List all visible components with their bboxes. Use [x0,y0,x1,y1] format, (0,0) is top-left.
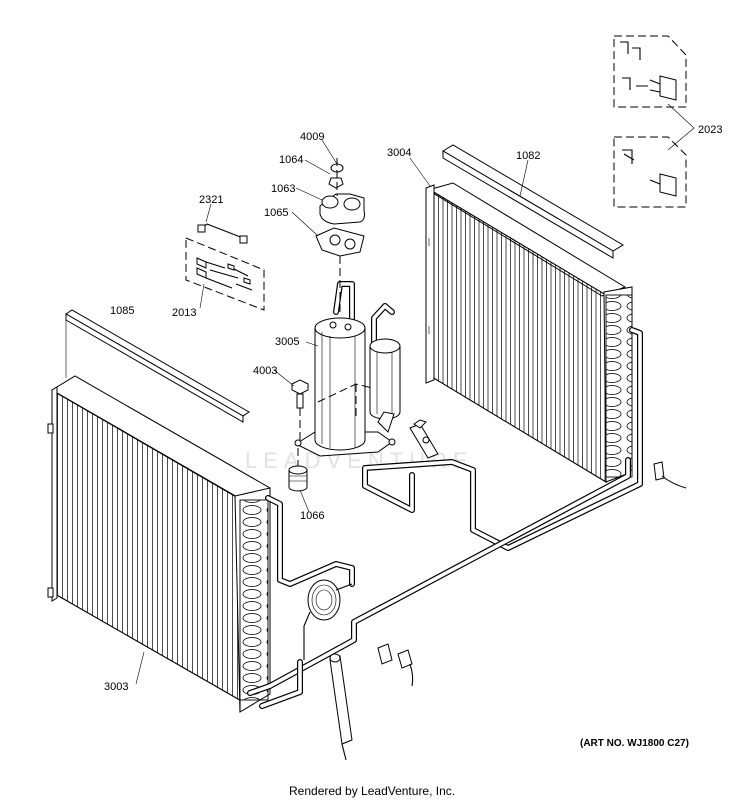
callout-1065: 1065 [264,207,288,219]
callout-3004: 3004 [387,147,411,159]
thermistor-sensor [653,461,687,489]
capacitor-kit-2023 [613,35,687,208]
art-number: (ART NO. WJ1800 C27) [580,738,689,749]
mounting-bracket [409,419,439,459]
filter-drier [329,653,353,761]
compressor [294,317,401,457]
callout-4009: 4009 [300,131,324,143]
callout-2013: 2013 [172,307,196,319]
callout-4003: 4003 [253,365,277,377]
callout-2321: 2321 [199,194,223,206]
top-panel-strip-right [442,144,624,259]
terminal-cover-assembly [315,158,365,312]
footer-credit: Rendered by LeadVenture, Inc. [289,784,455,798]
side-panel-strip-left [65,309,250,423]
callout-1082: 1082 [516,150,540,162]
callout-1066: 1066 [300,510,324,522]
grommet-1066 [288,448,308,492]
valve-fitting [377,643,414,687]
bolt-4003 [290,379,310,440]
callout-labels: 4009 1064 1063 1065 2321 2013 3004 1082 … [104,124,722,693]
condenser-coil-left [47,375,271,713]
callout-3005: 3005 [275,336,299,348]
capillary-coil [303,579,353,660]
callout-leaders [135,103,695,685]
refrigerant-tubing [247,281,643,709]
wire-harness-2321 [197,223,248,244]
callout-2023: 2023 [698,124,722,136]
callout-1063: 1063 [271,183,295,195]
callout-1085: 1085 [110,305,134,317]
callout-3003: 3003 [104,681,128,693]
evaporator-coil-right [425,182,633,483]
terminal-kit-2013 [185,237,265,311]
callout-1064: 1064 [279,154,303,166]
